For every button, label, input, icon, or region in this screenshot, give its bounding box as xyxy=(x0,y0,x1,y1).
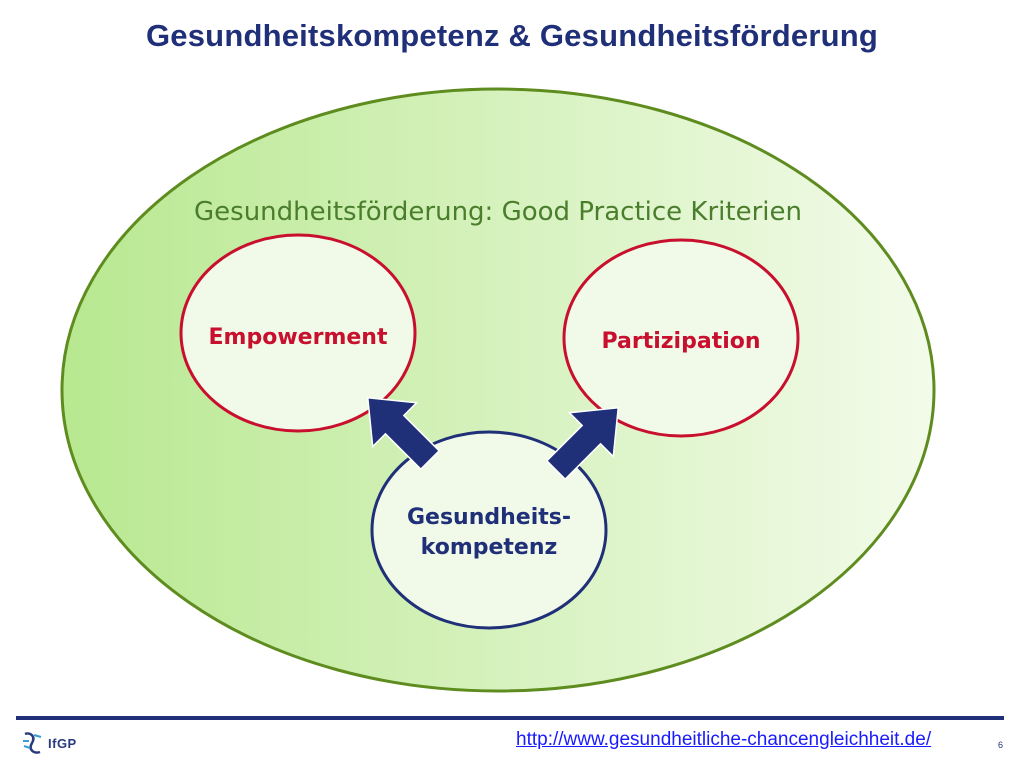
empowerment-circle xyxy=(179,233,417,433)
ifgp-logo: IfGP xyxy=(20,730,77,756)
gesundheitskompetenz-label-line2: kompetenz xyxy=(421,535,558,560)
arrow-to-empowerment xyxy=(366,396,441,471)
page-number: 6 xyxy=(998,740,1004,750)
partizipation-circle xyxy=(562,238,800,438)
footer-divider xyxy=(16,716,1004,720)
source-url-link[interactable]: http://www.gesundheitliche-chancengleich… xyxy=(516,729,932,750)
gesundheitskompetenz-label-line1: Gesundheits- xyxy=(407,505,571,530)
partizipation-label: Partizipation xyxy=(601,329,760,354)
outer-label: Gesundheitsförderung: Good Practice Krit… xyxy=(194,197,802,227)
empowerment-label: Empowerment xyxy=(209,325,388,350)
logo-text: IfGP xyxy=(48,735,77,751)
logo-mark-icon xyxy=(23,732,42,754)
slide-title: Gesundheitskompetenz & Gesundheitsförder… xyxy=(145,18,878,53)
gesundheitskompetenz-circle xyxy=(370,430,608,630)
arrow-to-partizipation xyxy=(545,406,620,481)
